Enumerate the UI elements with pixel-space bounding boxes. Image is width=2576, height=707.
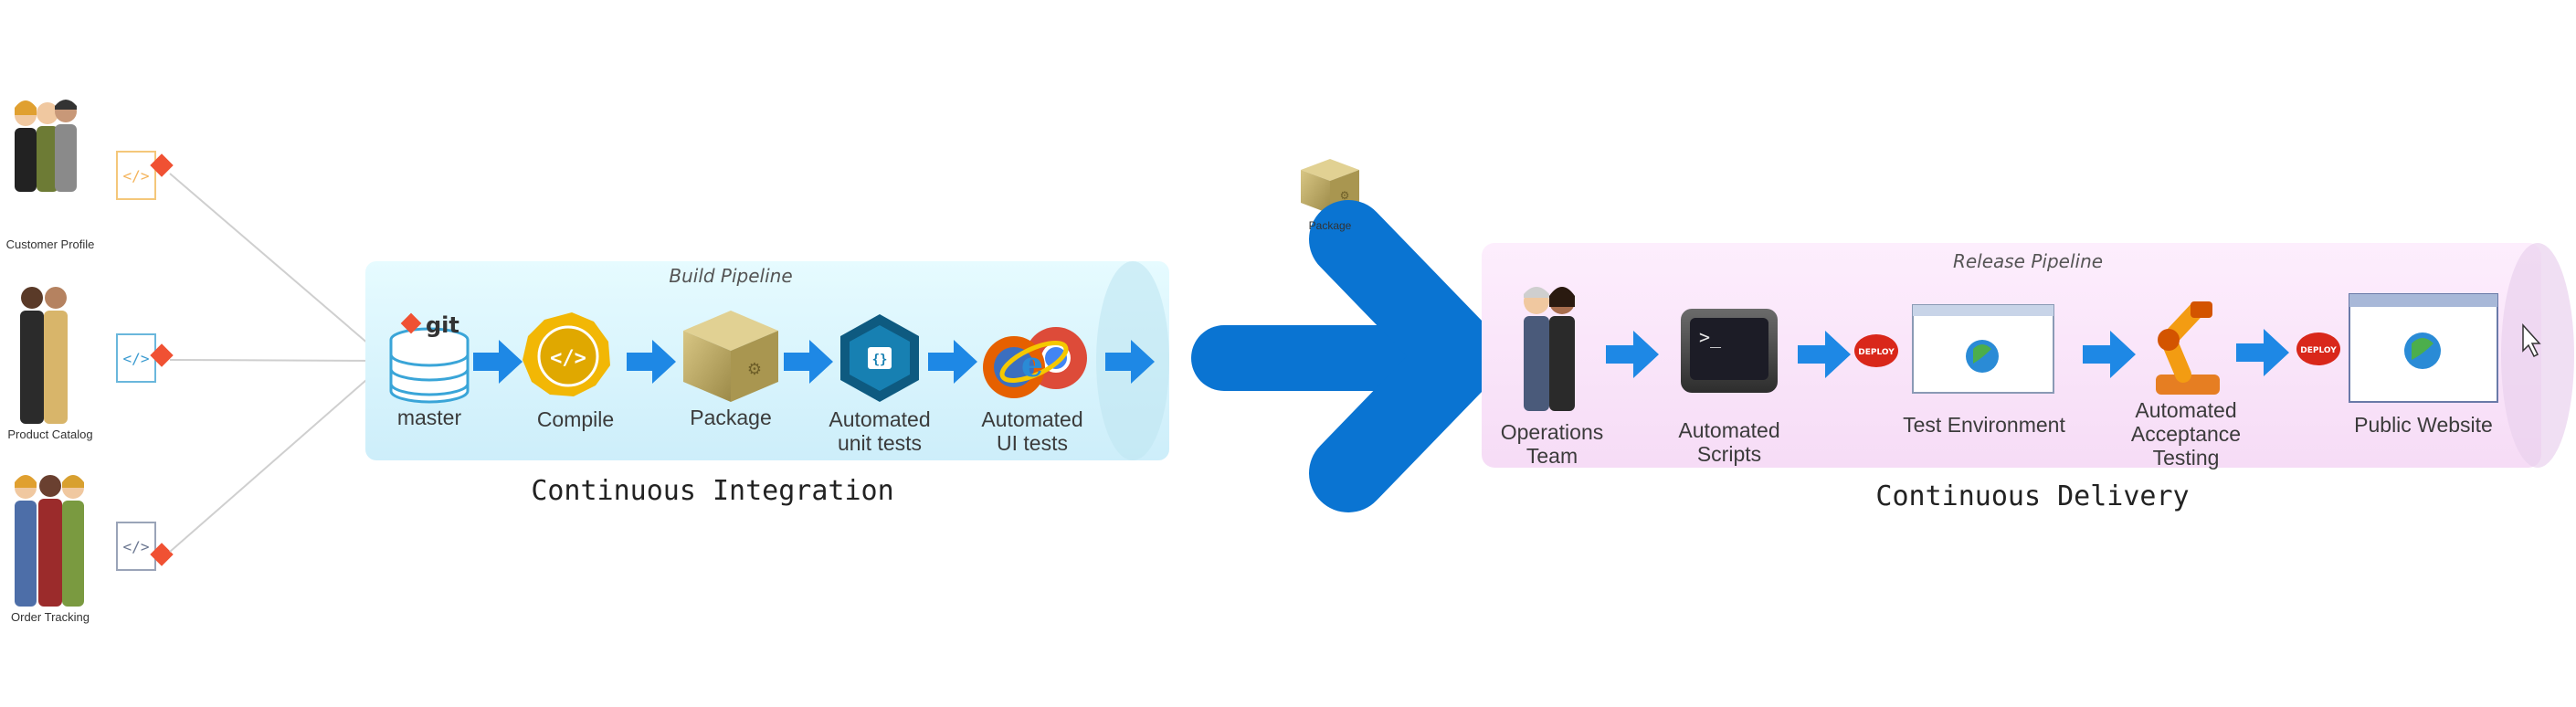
stage-label-unit-tests: Automated unit tests: [829, 407, 931, 455]
stage-label-ui-tests: Automated UI tests: [981, 407, 1083, 455]
commit-connectors: [169, 173, 389, 553]
arrow-right-icon: [473, 340, 523, 384]
arrow-right-icon: [928, 340, 977, 384]
code-file-icon: </>: [116, 522, 174, 571]
public-website-screen-icon: [2349, 293, 2498, 403]
svg-text:DEPLOY: DEPLOY: [1858, 348, 1895, 357]
arrow-right-icon: [2236, 329, 2289, 376]
team-customer-profile: </>: [15, 100, 174, 200]
release-pipeline-title: Release Pipeline: [1952, 250, 2104, 272]
team-product-catalog: </>: [20, 287, 174, 424]
build-pipeline-title: Build Pipeline: [669, 265, 793, 287]
deploy-button-icon: DEPLOY: [2296, 332, 2340, 365]
test-environment-screen-icon: [1912, 304, 2054, 394]
operations-team-icon: [1524, 287, 1575, 411]
stage-label-master: master: [396, 406, 462, 429]
code-file-icon: </>: [116, 333, 174, 383]
big-chevron-arrow-icon: [1191, 200, 1501, 512]
team-label-order-tracking: Order Tracking: [11, 610, 90, 624]
handoff-package-label: Package: [1308, 219, 1352, 232]
svg-text:</>: </>: [550, 347, 586, 370]
people-icon: [20, 287, 68, 424]
terminal-scripts-icon: >_: [1681, 309, 1778, 393]
arrow-right-icon: [1606, 331, 1659, 378]
ci-flow-arrows: [473, 340, 1155, 384]
arrow-right-icon: [627, 340, 676, 384]
people-icon: [15, 475, 84, 607]
continuous-delivery-title: Continuous Delivery: [1875, 480, 2190, 512]
arrow-right-icon: [1105, 340, 1155, 384]
cd-flow-arrows: [1606, 329, 2289, 378]
git-repository-icon: git: [389, 312, 470, 404]
deploy-button-icon: DEPLOY: [1854, 334, 1898, 367]
svg-text:e: e: [1021, 343, 1043, 385]
people-icon: [15, 100, 77, 192]
stage-label-acceptance-testing: Automated Acceptance Testing: [2130, 398, 2242, 470]
browser-logos-icon: e: [983, 327, 1087, 398]
package-box-icon: ⚙: [683, 311, 778, 402]
stage-label-public-website: Public Website: [2354, 413, 2493, 437]
arrow-right-icon: [784, 340, 833, 384]
continuous-integration-title: Continuous Integration: [531, 475, 894, 507]
svg-text:>_: >_: [1699, 326, 1722, 348]
arrow-right-icon: [1798, 331, 1851, 378]
git-logo-text: git: [426, 312, 459, 338]
stage-label-package: Package: [690, 406, 772, 429]
svg-text:⚙: ⚙: [747, 360, 762, 379]
stage-label-compile: Compile: [536, 407, 615, 431]
team-label-product-catalog: Product Catalog: [7, 427, 93, 441]
svg-text:</>: </>: [123, 167, 150, 185]
team-label-customer-profile: Customer Profile: [5, 237, 95, 251]
team-order-tracking: </>: [15, 475, 174, 607]
svg-text:⚙: ⚙: [1340, 189, 1350, 202]
mouse-cursor-icon: [2522, 323, 2541, 358]
compile-icon: </>: [523, 312, 610, 396]
robot-arm-icon: [2156, 301, 2220, 395]
stage-label-test-environment: Test Environment: [1903, 413, 2065, 437]
unit-test-icon: {}: [840, 314, 919, 402]
svg-text:{}: {}: [872, 353, 888, 367]
svg-text:</>: </>: [123, 350, 150, 367]
stage-label-automated-scripts: Automated Scripts: [1678, 418, 1780, 466]
svg-text:</>: </>: [123, 538, 150, 555]
svg-text:DEPLOY: DEPLOY: [2300, 346, 2337, 355]
arrow-right-icon: [2083, 331, 2136, 378]
code-file-icon: </>: [116, 151, 174, 200]
stage-label-operations-team: Operations Team: [1500, 420, 1604, 468]
